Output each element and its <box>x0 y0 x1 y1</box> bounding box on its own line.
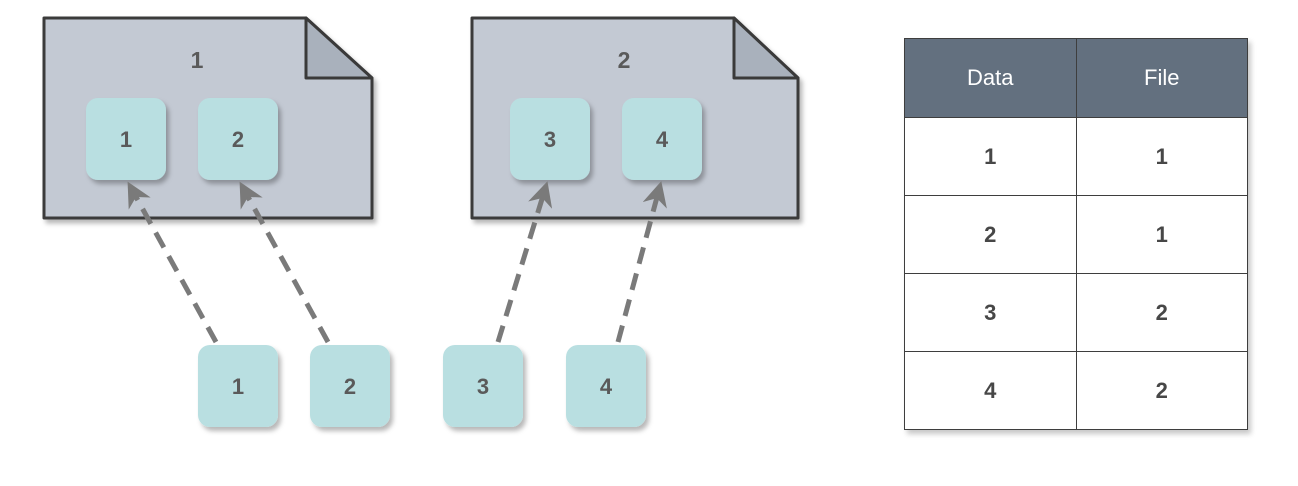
arrows <box>127 181 667 344</box>
incoming-tile-1: 1 <box>198 345 278 427</box>
header-file: File <box>1075 38 1248 118</box>
cell-data: 3 <box>904 273 1077 352</box>
file-2-slot-4: 4 <box>622 98 702 180</box>
arrow-1 <box>127 181 219 344</box>
svg-text:4: 4 <box>656 127 669 152</box>
file-1-label: 1 <box>191 47 204 73</box>
arrow-3 <box>495 181 553 343</box>
cell-file: 2 <box>1075 273 1248 352</box>
svg-text:2: 2 <box>344 374 356 399</box>
cell-data: 2 <box>904 195 1077 274</box>
data-file-table: Data File 1 1 2 1 3 2 4 2 <box>904 38 1248 430</box>
table-row: 3 2 <box>904 273 1248 352</box>
incoming-tile-2: 2 <box>310 345 390 427</box>
file-1-slot-2: 2 <box>198 98 278 180</box>
file-2-slot-3: 3 <box>510 98 590 180</box>
cell-file: 1 <box>1075 195 1248 274</box>
svg-text:1: 1 <box>120 127 132 152</box>
table-row: 2 1 <box>904 195 1248 274</box>
svg-text:1: 1 <box>232 374 244 399</box>
file-1-slot-1: 1 <box>86 98 166 180</box>
arrow-2 <box>239 181 331 344</box>
incoming-tile-4: 4 <box>566 345 646 427</box>
svg-text:3: 3 <box>477 374 489 399</box>
cell-data: 4 <box>904 351 1077 430</box>
file-2: 2 3 4 <box>470 16 800 220</box>
cell-file: 2 <box>1075 351 1248 430</box>
file-2-label: 2 <box>618 47 631 73</box>
cell-data: 1 <box>904 117 1077 196</box>
header-data: Data <box>904 38 1077 118</box>
svg-text:2: 2 <box>232 127 244 152</box>
file-1: 1 1 2 <box>42 16 374 220</box>
incoming-tile-3: 3 <box>443 345 523 427</box>
table-header-row: Data File <box>904 38 1248 118</box>
distribution-diagram: 1 1 2 2 3 4 1 2 <box>42 16 800 427</box>
svg-text:4: 4 <box>600 374 613 399</box>
file-1-fold <box>304 16 374 80</box>
svg-text:3: 3 <box>544 127 556 152</box>
table-row: 4 2 <box>904 351 1248 430</box>
cell-file: 1 <box>1075 117 1248 196</box>
table-row: 1 1 <box>904 117 1248 196</box>
file-2-fold <box>732 16 800 80</box>
